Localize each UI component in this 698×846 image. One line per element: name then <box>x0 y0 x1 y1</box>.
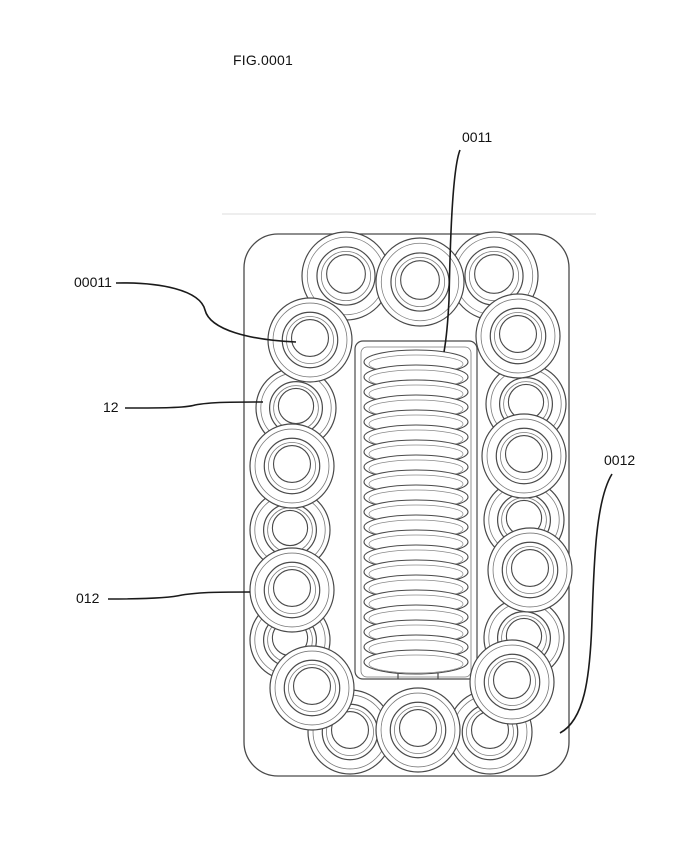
callout-label-0012: 0012 <box>604 452 636 468</box>
bearing-ring <box>487 527 573 613</box>
coil-turn <box>363 649 469 675</box>
bearing-ring <box>469 639 555 725</box>
callout-label-00011: 00011 <box>74 274 112 290</box>
bearing-ring <box>301 231 391 321</box>
leader-012 <box>107 591 251 600</box>
leader-00011 <box>115 282 297 343</box>
bearing-ring <box>375 237 465 327</box>
housing-outline <box>243 233 570 777</box>
callout-label-012: 012 <box>76 590 100 606</box>
leader-lines <box>107 149 613 734</box>
figure-title: FIG.0001 <box>233 52 293 68</box>
callout-label-12: 12 <box>103 399 119 415</box>
callout-label-0011: 0011 <box>462 129 493 145</box>
bearing-ring <box>481 413 567 499</box>
bearing-ring <box>249 547 335 633</box>
central-coil <box>363 349 469 675</box>
bearing-ring <box>267 297 353 383</box>
bearing-ring <box>475 293 561 379</box>
bearing-ring <box>269 645 355 731</box>
bearing-ring <box>249 423 335 509</box>
leader-12 <box>124 401 264 409</box>
leader-0011 <box>443 149 461 353</box>
leader-0012 <box>559 473 613 734</box>
bearing-ring-array <box>249 231 573 775</box>
bearing-ring <box>375 687 461 773</box>
